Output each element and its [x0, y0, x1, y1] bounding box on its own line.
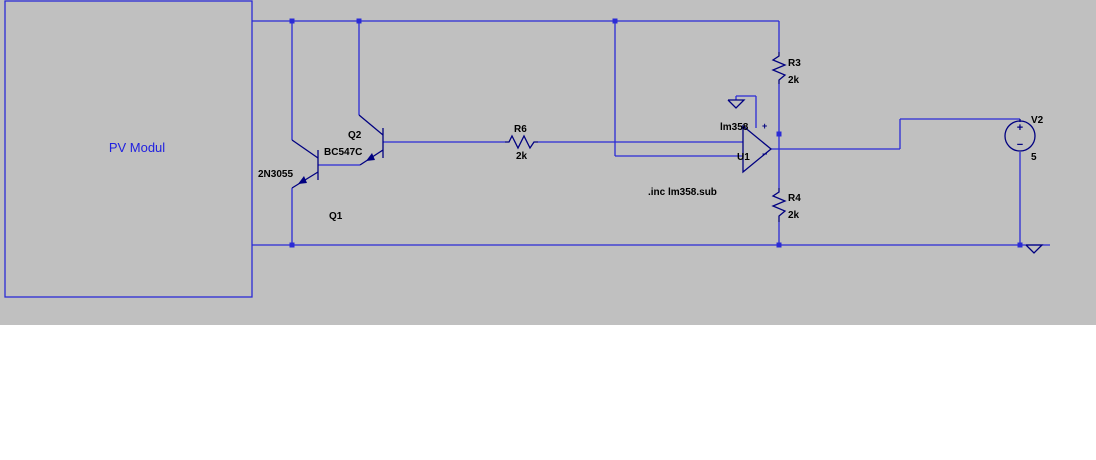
ground-icon [1025, 244, 1044, 254]
q1-transistor[interactable] [291, 139, 319, 189]
schematic-diagram: PV Modul [4, 0, 1050, 298]
pv-module-block[interactable] [4, 0, 253, 298]
q1-ref-label: Q1 [329, 211, 343, 222]
q1-model-label: 2N3055 [258, 169, 293, 180]
r4-resistor[interactable] [771, 188, 787, 222]
wires [252, 20, 1050, 246]
r3-resistor[interactable] [771, 52, 787, 84]
q2-transistor[interactable] [358, 114, 384, 166]
r4-ref-label: R4 [788, 193, 801, 204]
v2-voltage-source[interactable]: + − [1004, 119, 1036, 152]
r6-value-label: 2k [516, 151, 528, 162]
r6-ref-label: R6 [514, 124, 527, 135]
spice-directive[interactable]: .inc lm358.sub [648, 187, 717, 198]
r6-resistor[interactable] [505, 134, 538, 150]
u1-model-label: lm358 [720, 122, 749, 133]
svg-text:−: − [1017, 139, 1023, 151]
r4-value-label: 2k [788, 210, 800, 221]
r3-value-label: 2k [788, 75, 800, 86]
v2-ref-label: V2 [1031, 115, 1044, 126]
opamp-ground-icon [727, 99, 746, 109]
junction-dots [289, 18, 1023, 248]
v2-value-label: 5 [1031, 152, 1037, 163]
r3-ref-label: R3 [788, 58, 801, 69]
u1-opamp[interactable]: + − [742, 121, 773, 174]
svg-text:+: + [1017, 122, 1023, 134]
svg-text:+: + [762, 121, 767, 131]
svg-text:−: − [762, 149, 767, 159]
q2-ref-label: Q2 [348, 130, 362, 141]
q2-model-label: BC547C [324, 147, 362, 158]
u1-ref-label: U1 [737, 152, 750, 163]
pv-module-label: PV Modul [109, 140, 165, 155]
